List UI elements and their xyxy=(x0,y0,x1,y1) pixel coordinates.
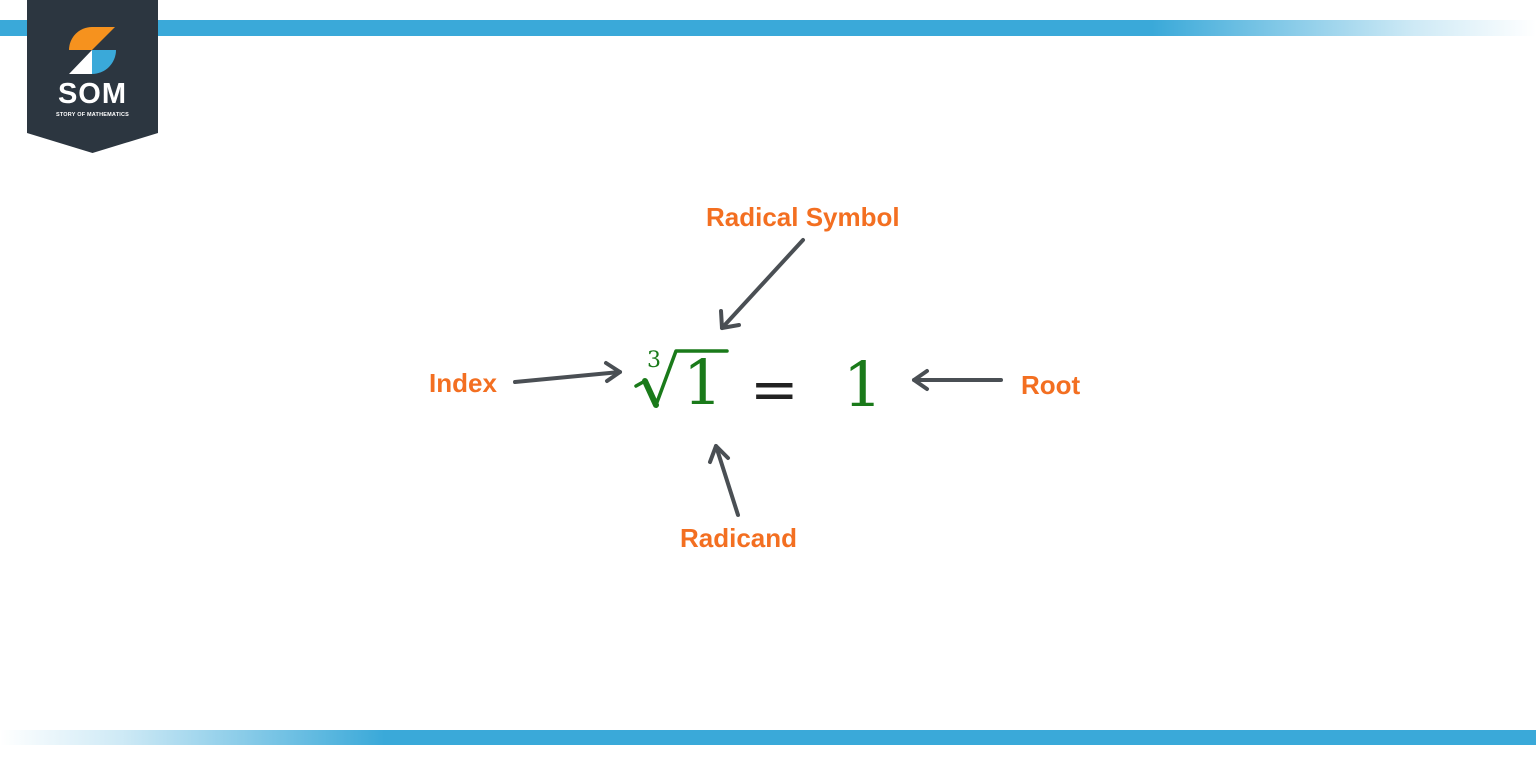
expression-radicand: 1 xyxy=(683,346,723,419)
expression-equals: = xyxy=(750,355,799,423)
logo-tagline: STORY OF MATHEMATICS xyxy=(55,112,130,118)
expression-index: 3 xyxy=(647,348,661,373)
som-logo: SOM STORY OF MATHEMATICS xyxy=(27,0,158,153)
label-root: Root xyxy=(1021,370,1081,400)
label-index: Index xyxy=(429,368,497,398)
bottom-stripe xyxy=(0,730,1536,745)
label-radicand: Radicand xyxy=(680,523,798,553)
logo-wordmark: SOM xyxy=(57,78,128,110)
expression-root: 1 xyxy=(843,348,883,421)
label-radical-symbol: Radical Symbol xyxy=(706,202,900,232)
root-arrow-icon xyxy=(912,369,1003,391)
radicand-arrow-icon xyxy=(708,444,740,517)
radical-symbol-arrow-icon xyxy=(719,238,805,330)
radical-sign-icon xyxy=(634,349,729,408)
index-arrow-icon xyxy=(513,361,622,384)
logo-badge-icon xyxy=(27,0,158,153)
top-stripe xyxy=(0,20,1536,36)
